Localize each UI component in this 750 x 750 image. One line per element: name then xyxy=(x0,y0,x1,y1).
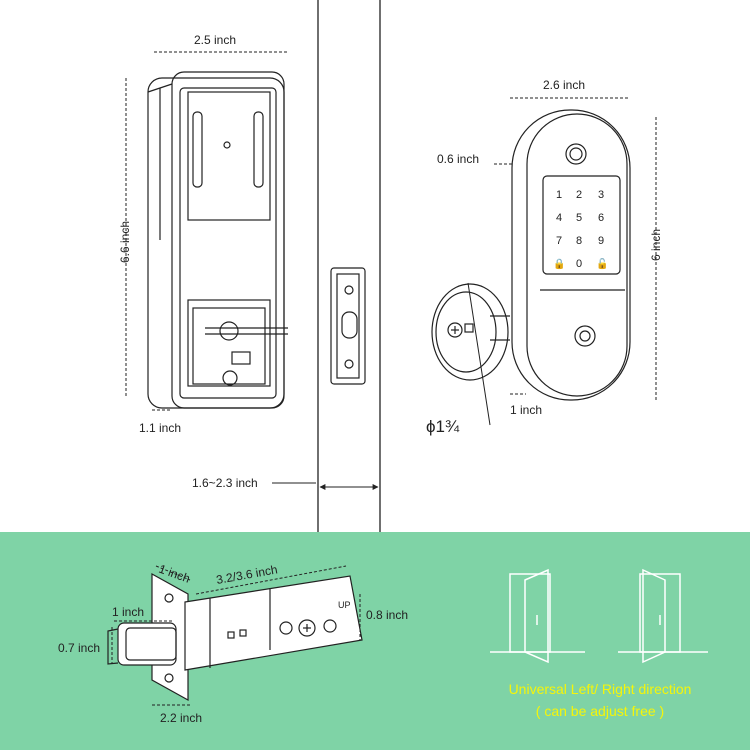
rose-plate-drawing xyxy=(431,283,510,381)
key-6: 6 xyxy=(598,212,604,224)
latch-drawing xyxy=(107,572,363,702)
key-4: 4 xyxy=(556,212,562,224)
door-edges xyxy=(317,0,381,532)
key-9: 9 xyxy=(598,235,604,247)
latch-up-label: UP xyxy=(338,600,351,610)
key-3: 3 xyxy=(598,189,604,201)
keypad-lock-drawing xyxy=(511,109,631,401)
unlock-icon: 🔓 xyxy=(596,257,608,270)
latch-dimension-lines xyxy=(111,565,361,706)
left-door-icon xyxy=(490,568,585,664)
lock-icon: 🔒 xyxy=(553,258,565,270)
exterior-depth-label: 1.1 inch xyxy=(139,421,181,435)
caption-line-1: Universal Left/ Right direction xyxy=(508,681,692,697)
key-8: 8 xyxy=(576,235,582,247)
key-5: 5 xyxy=(576,212,582,224)
bore-diameter-leader xyxy=(467,282,491,426)
keypad-depth-bottom-label: 1 inch xyxy=(510,403,542,417)
right-door-icon xyxy=(618,568,708,664)
keypad-keys: 1 2 3 4 5 6 7 8 9 🔒 0 🔓 xyxy=(553,189,608,270)
door-thickness-label: 1.6~2.3 inch xyxy=(192,476,258,490)
keypad-width-label: 2.6 inch xyxy=(543,78,585,92)
latch-1inch-side-label: 1 inch xyxy=(112,605,144,619)
exterior-assembly-drawing xyxy=(147,71,288,409)
key-2: 2 xyxy=(576,189,582,201)
latch-2-2-label: 2.2 inch xyxy=(160,711,202,725)
keypad-depth-top-label: 0.6 inch xyxy=(437,152,479,166)
latch-0-8-label: 0.8 inch xyxy=(366,608,408,622)
keypad-height-label: 6 inch xyxy=(649,229,663,261)
exterior-width-label: 2.5 inch xyxy=(194,33,236,47)
exterior-dimension-lines xyxy=(125,51,287,411)
exterior-height-label: 6.6 inch xyxy=(118,221,132,263)
key-1: 1 xyxy=(556,189,562,201)
bore-diameter-label: ϕ1¾ xyxy=(426,417,460,436)
strike-plate xyxy=(330,267,366,385)
key-7: 7 xyxy=(556,235,562,247)
keypad-dimension-lines xyxy=(494,97,657,400)
key-0: 0 xyxy=(576,258,582,270)
caption-line-2: ( can be adjust free ) xyxy=(535,703,665,719)
latch-0-7-label: 0.7 inch xyxy=(58,641,100,655)
